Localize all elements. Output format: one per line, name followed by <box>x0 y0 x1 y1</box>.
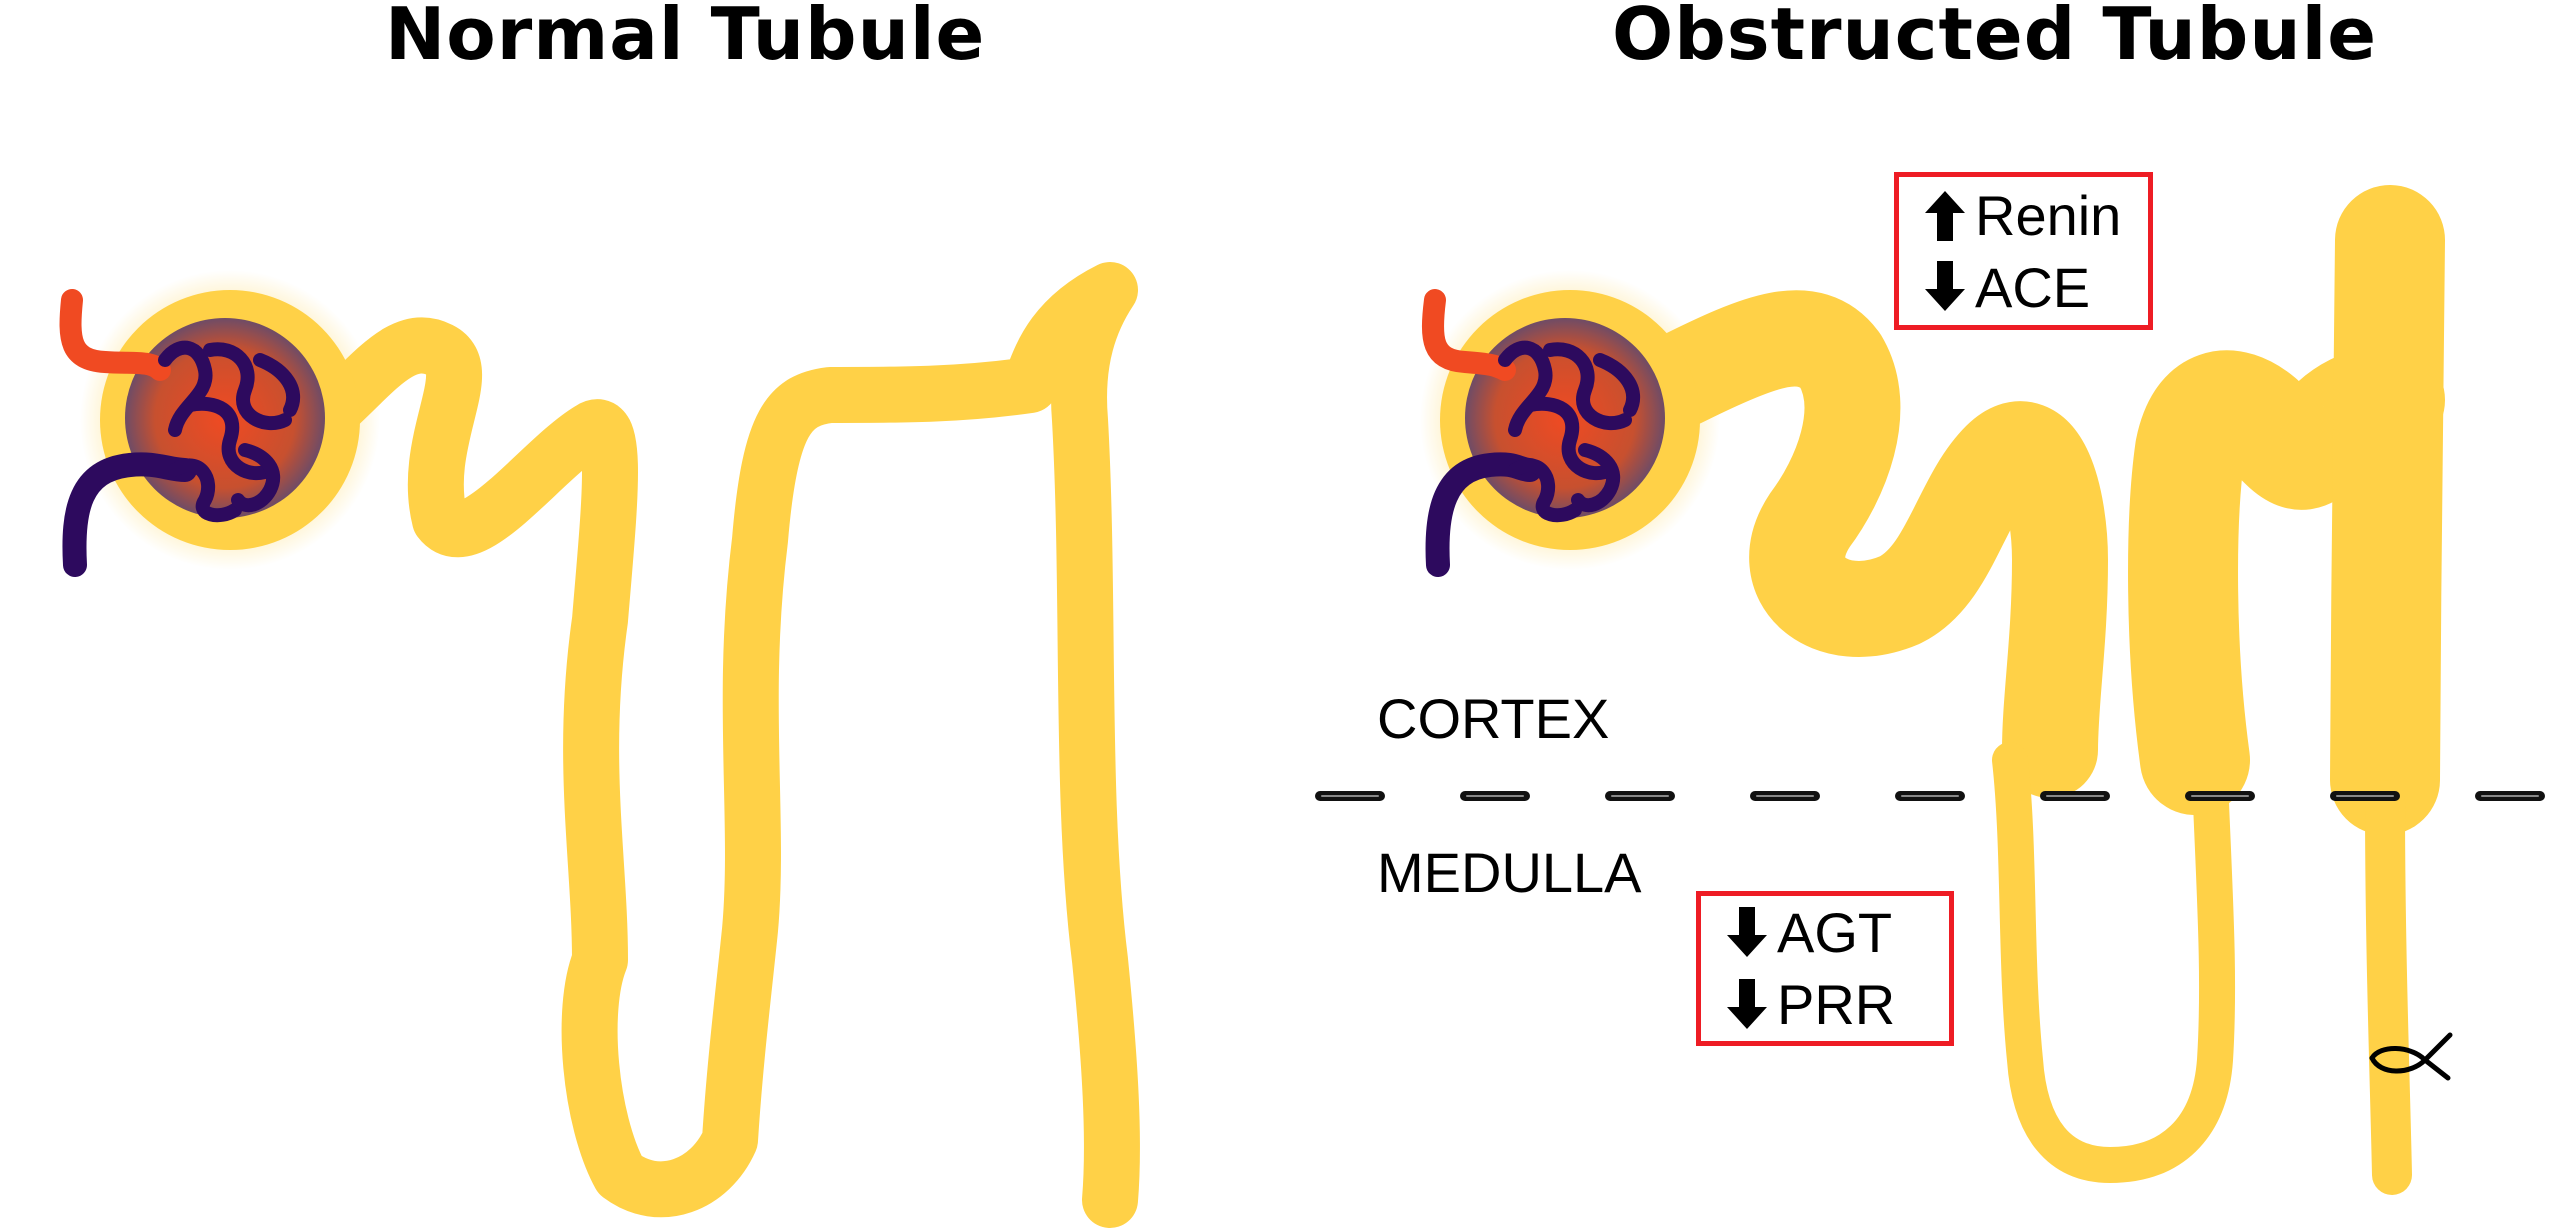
normal-tubule <box>294 262 1140 1228</box>
arrow-up-icon <box>1921 187 1969 243</box>
obstructed-capillary-loops <box>1498 340 1641 523</box>
ligature-icon <box>2369 1032 2453 1081</box>
agt-marker: AGT <box>1723 897 1949 969</box>
ace-marker: ACE <box>1921 251 2148 323</box>
prr-label: PRR <box>1777 973 1896 1036</box>
medulla-label: MEDULLA <box>1377 841 1642 904</box>
obstructed-loop-of-henle <box>1992 742 2236 1183</box>
normal-efferent-arteriole <box>62 452 197 577</box>
medulla-marker-box: AGT PRR <box>1696 891 1954 1046</box>
renin-marker: Renin <box>1921 179 2148 251</box>
ace-label: ACE <box>1975 255 2091 319</box>
normal-tubule-title: Normal Tubule <box>385 0 986 76</box>
cortex-marker-box: Renin ACE <box>1894 172 2153 330</box>
obstructed-nephron <box>1420 185 2453 1195</box>
obstructed-proximal-tubule <box>1632 290 2108 798</box>
prr-marker: PRR <box>1723 969 1949 1041</box>
normal-afferent-arteriole <box>59 289 171 381</box>
agt-label: AGT <box>1777 901 1893 964</box>
obstructed-tubule-title: Obstructed Tubule <box>1612 0 2378 76</box>
renin-label: Renin <box>1975 183 2122 247</box>
obstructed-afferent-arteriole <box>1422 289 1516 381</box>
arrow-down-icon <box>1723 977 1771 1033</box>
obstructed-distal-tubule <box>2128 345 2445 815</box>
normal-capillary-loops <box>158 340 301 523</box>
arrow-down-icon <box>1921 259 1969 315</box>
obstructed-collecting-duct-medulla <box>2365 780 2412 1195</box>
obstructed-collecting-duct <box>2330 185 2445 835</box>
normal-nephron <box>59 262 1140 1228</box>
cortex-label: CORTEX <box>1377 687 1610 750</box>
arrow-down-icon <box>1723 905 1771 961</box>
